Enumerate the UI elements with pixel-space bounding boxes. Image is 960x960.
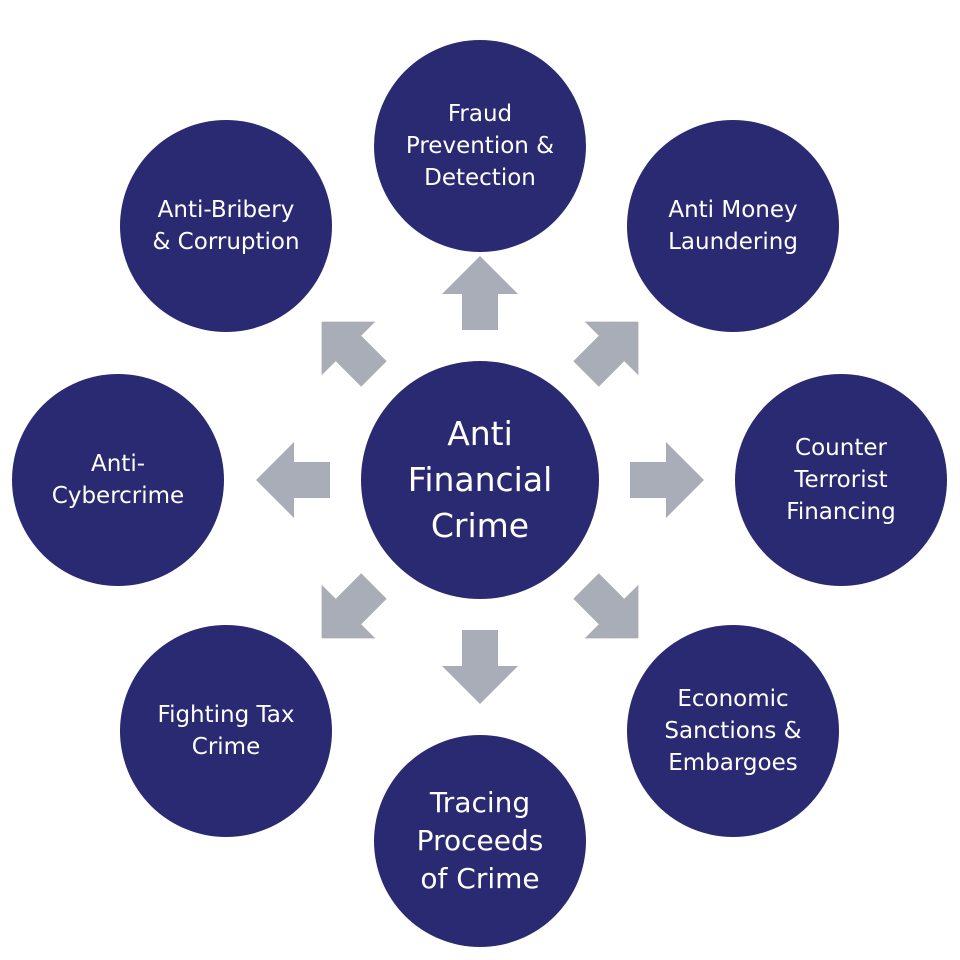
node-label: Anti Money Laundering [668, 197, 798, 255]
node-label: Fraud Prevention & Detection [405, 101, 555, 191]
node-economic-sanctions: Economic Sanctions & Embargoes [627, 625, 839, 837]
node-label: Anti-Cybercrime [51, 451, 185, 509]
node-anti-cybercrime: Anti-Cybercrime [12, 374, 224, 586]
node-anti-bribery: Anti-Bribery & Corruption [120, 120, 332, 332]
node-label: Economic Sanctions & Embargoes [664, 686, 802, 776]
node-label: Counter Terrorist Financing [786, 435, 896, 525]
node-label: Anti-Bribery & Corruption [152, 197, 300, 255]
node-tracing-proceeds: Tracing Proceeds of Crime [374, 735, 586, 947]
center-label: Anti Financial Crime [407, 414, 553, 545]
arrow-down-left [321, 573, 387, 639]
node-anti-money-laundering: Anti Money Laundering [627, 120, 839, 332]
arrow-down-right [573, 573, 639, 639]
arrow-up [442, 256, 518, 330]
arrow-right [630, 442, 704, 518]
center-node: Anti Financial Crime [361, 361, 599, 599]
node-fraud-prevention: Fraud Prevention & Detection [374, 40, 586, 252]
node-label: Fighting Tax Crime [157, 702, 295, 760]
arrow-up-right [573, 321, 639, 387]
node-fighting-tax-crime: Fighting Tax Crime [120, 625, 332, 837]
arrow-up-left [321, 321, 387, 387]
node-label: Tracing Proceeds of Crime [416, 786, 544, 895]
arrow-down [442, 630, 518, 704]
arrow-left [256, 442, 330, 518]
node-counter-terrorist-financing: Counter Terrorist Financing [735, 374, 947, 586]
